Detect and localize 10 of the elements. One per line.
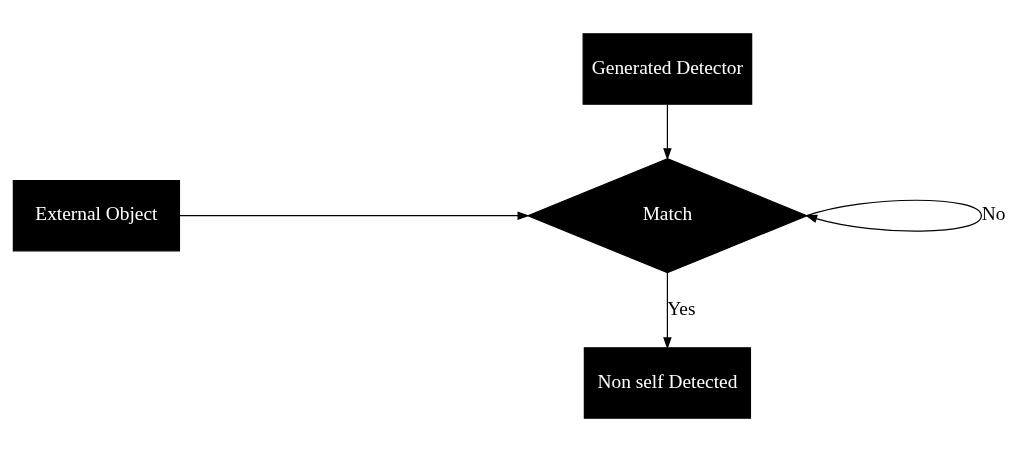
arrow xyxy=(178,211,530,220)
arrow xyxy=(663,272,672,350)
node-diamond: Match xyxy=(526,158,809,274)
edge-label: Yes xyxy=(667,297,696,319)
node-box: External Object xyxy=(12,179,181,252)
arrow xyxy=(663,103,672,161)
node-box: Generated Detector xyxy=(582,33,753,105)
edge-label: No xyxy=(981,203,1006,225)
arrow xyxy=(805,199,982,232)
node-box: Non self Detected xyxy=(583,347,752,419)
